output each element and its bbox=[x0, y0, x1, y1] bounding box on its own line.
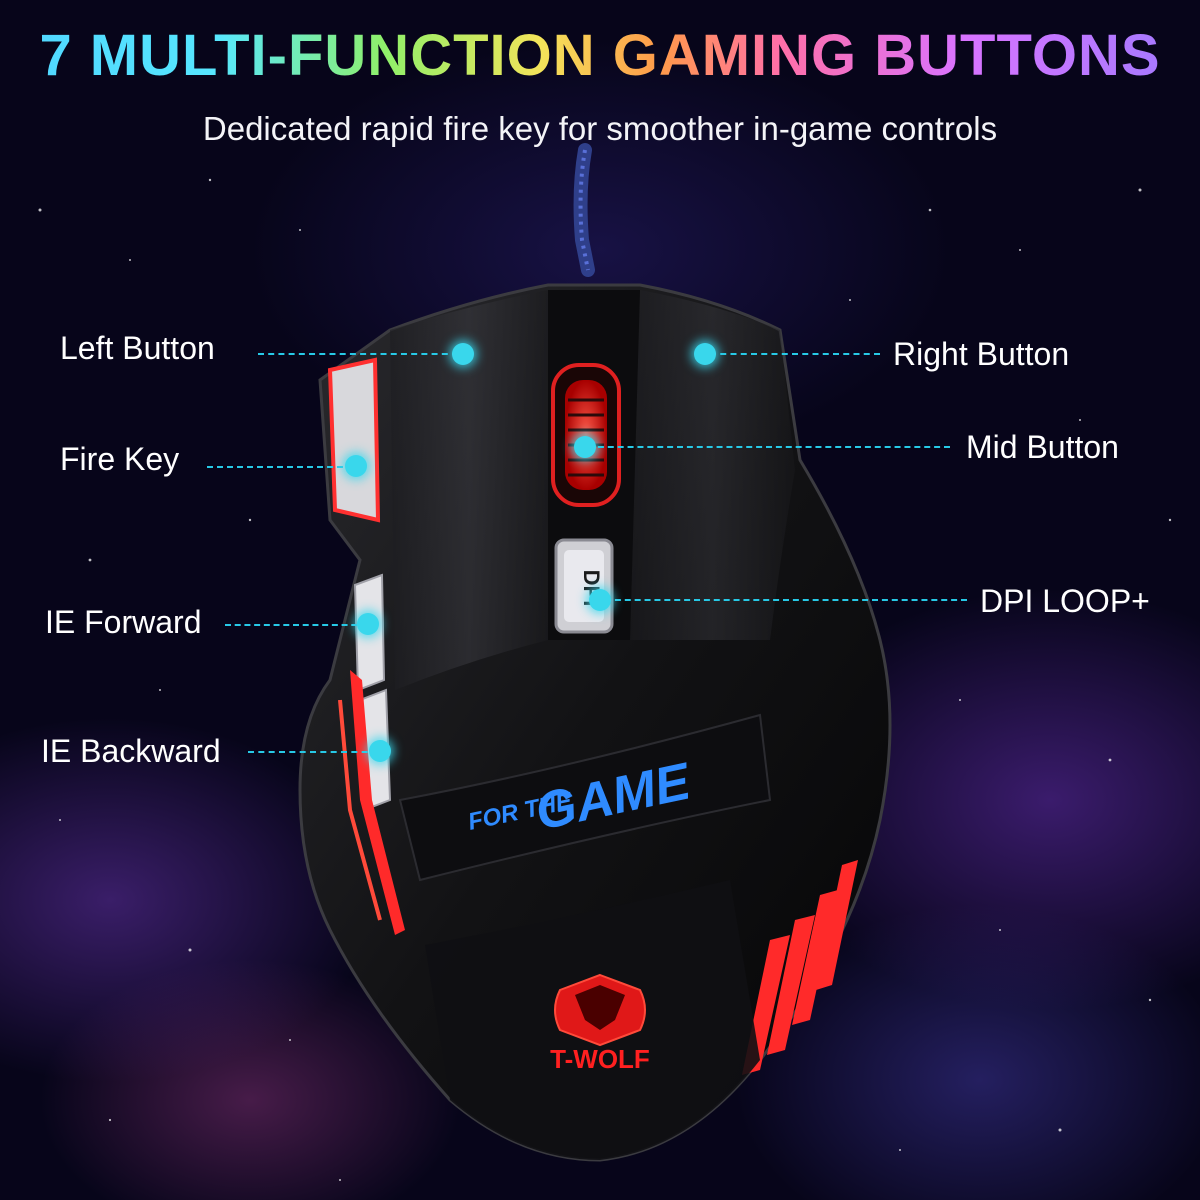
leader-dpi-loop bbox=[605, 599, 967, 601]
left-button bbox=[390, 290, 548, 690]
leader-fire-key bbox=[207, 466, 353, 468]
dot-left-button bbox=[452, 343, 474, 365]
leader-mid-button bbox=[588, 446, 950, 448]
front-panel bbox=[398, 713, 772, 882]
label-ie-forward: IE Forward bbox=[45, 604, 202, 640]
wolf-logo bbox=[554, 973, 646, 1047]
label-dpi-loop: DPI LOOP+ bbox=[980, 583, 1150, 619]
left-led-strip bbox=[350, 670, 405, 935]
label-right-button: Right Button bbox=[893, 336, 1070, 372]
label-fire-key: Fire Key bbox=[60, 441, 180, 477]
fire-key bbox=[327, 357, 381, 523]
label-mid-button: Mid Button bbox=[966, 429, 1119, 465]
headline: 7 MULTI-FUNCTION GAMING BUTTONS bbox=[0, 22, 1200, 89]
dot-mid-button bbox=[574, 436, 596, 458]
label-ie-backward: IE Backward bbox=[41, 733, 221, 769]
dot-dpi-loop bbox=[589, 589, 611, 611]
dot-ie-backward bbox=[369, 740, 391, 762]
dot-fire-key bbox=[345, 455, 367, 477]
leader-ie-forward bbox=[225, 624, 367, 626]
brand-logo-text: T-WOLF bbox=[550, 1044, 650, 1074]
right-button bbox=[630, 290, 795, 640]
dot-right-button bbox=[694, 343, 716, 365]
leader-left-button bbox=[258, 353, 458, 355]
leader-ie-backward bbox=[248, 751, 378, 753]
leader-right-button bbox=[710, 353, 880, 355]
dot-ie-forward bbox=[357, 613, 379, 635]
subtitle: Dedicated rapid fire key for smoother in… bbox=[202, 110, 998, 147]
label-left-button: Left Button bbox=[60, 330, 215, 366]
